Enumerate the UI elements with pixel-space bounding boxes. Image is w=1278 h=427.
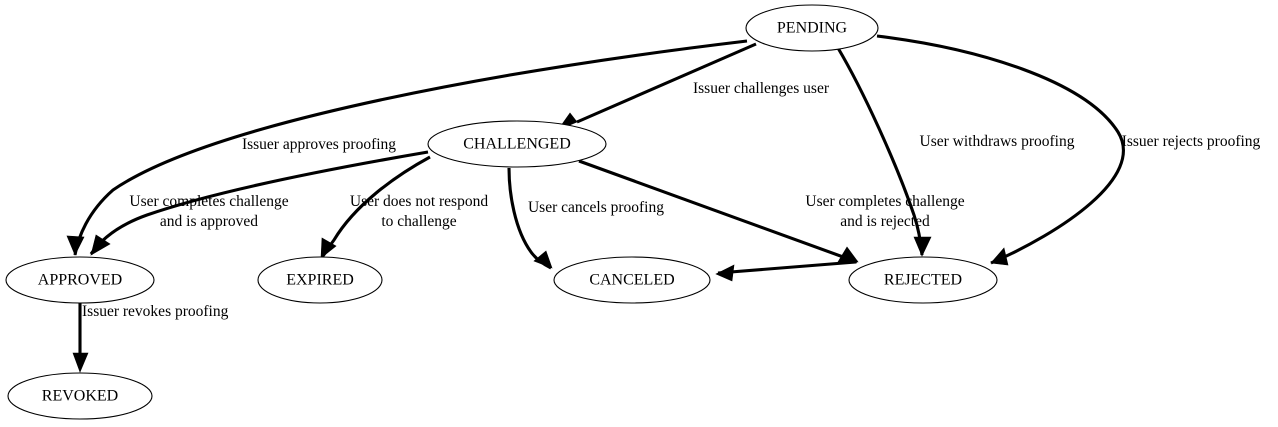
node-label: APPROVED (38, 272, 122, 289)
edge-pending-to-approved (66, 39, 748, 256)
arrowhead-icon (320, 237, 337, 259)
arrowhead-icon (533, 250, 553, 269)
node-label: PENDING (777, 20, 848, 37)
arrowhead-icon (72, 352, 89, 373)
node-shape[interactable] (553, 256, 711, 304)
node-shape[interactable] (7, 372, 153, 420)
node-label: EXPIRED (286, 272, 354, 289)
node-shape[interactable] (5, 256, 155, 304)
node-challenged[interactable]: CHALLENGED (427, 120, 607, 168)
arrowhead-icon (990, 247, 1009, 266)
edge-challenged-to-expired (320, 155, 431, 259)
node-shape[interactable] (745, 4, 879, 52)
edge-label: Issuer challenges user (693, 80, 830, 97)
node-rejected[interactable]: REJECTED (848, 256, 998, 304)
edge-challenged-to-approved (89, 150, 429, 256)
node-expired[interactable]: EXPIRED (257, 256, 383, 304)
node-shape[interactable] (257, 256, 383, 304)
edge-label: Issuer rejects proofing (1122, 133, 1261, 150)
edge-line (717, 260, 857, 275)
edge-label: Issuer revokes proofing (82, 303, 229, 320)
node-approved[interactable]: APPROVED (5, 256, 155, 304)
node-label: REJECTED (884, 272, 962, 289)
arrowhead-icon (837, 246, 859, 263)
edge-label: User withdraws proofing (920, 133, 1075, 150)
edge-challenged-to-canceled (507, 167, 553, 270)
node-label: REVOKED (42, 388, 118, 405)
edge-line (578, 159, 858, 264)
node-label: CHALLENGED (463, 136, 571, 153)
edges-layer (66, 34, 1125, 373)
node-pending[interactable]: PENDING (745, 4, 879, 52)
edge-rejected-to-canceled (715, 260, 857, 282)
arrowhead-icon (90, 234, 111, 256)
edge-pending-to-rejected (876, 34, 1125, 266)
nodes-layer: PENDING CHALLENGED APPROVED EXPIRED CANCELED… (5, 4, 998, 420)
arrowhead-icon (715, 264, 735, 282)
edge-line (89, 150, 429, 255)
node-shape[interactable] (427, 120, 607, 168)
edge-line (576, 42, 757, 124)
arrowhead-icon (913, 236, 932, 257)
node-shape[interactable] (848, 256, 998, 304)
edge-line (73, 39, 748, 256)
arrowhead-icon (66, 235, 85, 256)
node-revoked[interactable]: REVOKED (7, 372, 153, 420)
edge-label: Issuer approves proofing (242, 136, 396, 153)
node-label: CANCELED (589, 272, 674, 289)
edge-line (876, 34, 1125, 265)
edge-approved-to-revoked (72, 303, 89, 373)
edge-label: User cancels proofing (528, 199, 664, 216)
edge-pending-to-rejected (836, 47, 932, 257)
node-canceled[interactable]: CANCELED (553, 256, 711, 304)
